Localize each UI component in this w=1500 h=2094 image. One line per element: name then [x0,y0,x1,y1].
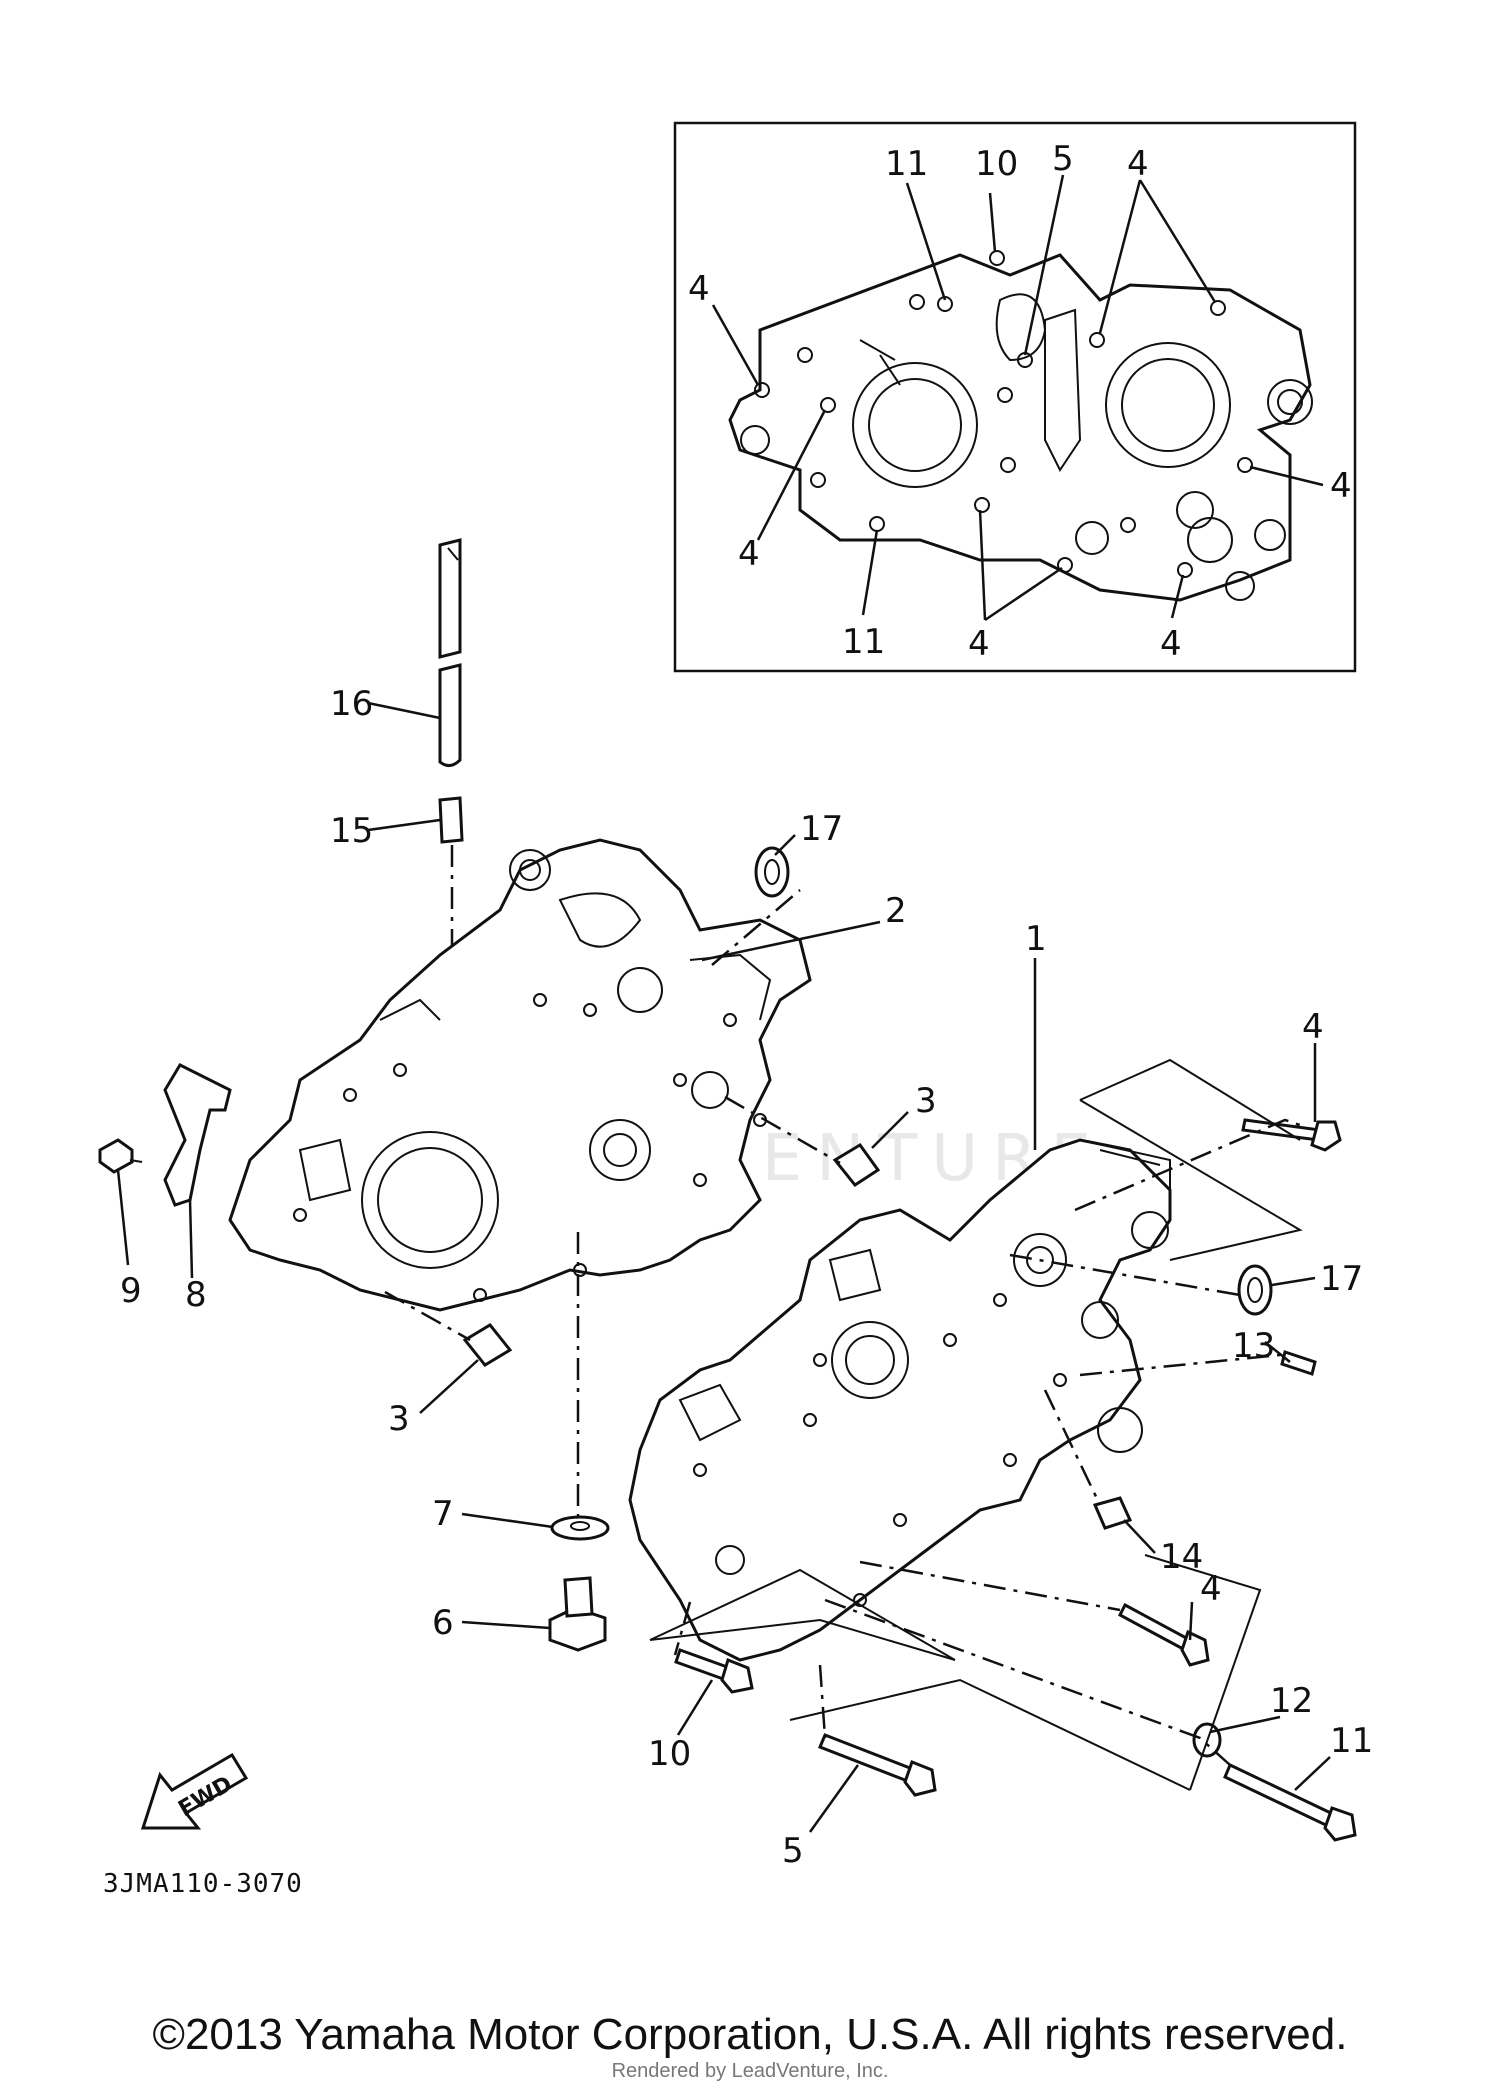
inset-callout-4-top: 4 [1127,144,1149,184]
part-2-left-crankcase [228,838,812,1312]
part-code: 3JMA110-3070 [103,1869,303,1899]
callout-17-top: 17 [800,809,843,849]
part-5-bolt [818,1733,937,1797]
part-8-guide [163,1063,232,1207]
callout-12: 12 [1270,1681,1313,1721]
callout-4-upper: 4 [1302,1007,1324,1047]
callout-13: 13 [1232,1326,1275,1366]
callout-16: 16 [330,684,373,724]
part-9-bolt [98,1138,143,1174]
callout-9: 9 [120,1271,142,1311]
callout-1: 1 [1025,919,1047,959]
callout-7: 7 [432,1494,454,1534]
callout-15: 15 [330,811,373,851]
callout-3-right: 3 [915,1081,937,1121]
inset-callout-4-right: 4 [1330,466,1352,506]
inset-callout-11-top: 11 [885,144,928,184]
part-4-bolt-lower [1118,1602,1210,1667]
part-4-bolt-upper [1241,1118,1342,1152]
callout-leaders [116,701,1331,1833]
rendered-by-credit: Rendered by LeadVenture, Inc. [611,2060,889,2082]
assembly-lines [384,889,1301,1766]
part-3-dowel-left [462,1323,513,1367]
part-14-stopper [1092,1496,1133,1530]
callout-14: 14 [1160,1537,1203,1577]
inset-callout-4-bottom: 4 [968,624,990,664]
part-17-oil-seal-top [754,846,790,898]
copyright-notice: ©2013 Yamaha Motor Corporation, U.S.A. A… [152,2010,1348,2059]
part-1-right-crankcase [628,1138,1172,1662]
inset-detail-panel: 11 10 5 4 4 4 4 11 4 4 [673,121,1357,673]
callout-5: 5 [782,1831,804,1871]
callout-17-right: 17 [1320,1259,1363,1299]
callout-8: 8 [185,1275,207,1315]
inset-callout-5: 5 [1052,139,1074,179]
callout-2: 2 [885,891,907,931]
callout-11: 11 [1330,1721,1373,1761]
part-10-bolt [674,1648,754,1694]
callout-10: 10 [648,1734,691,1774]
part-11-bolt [1223,1762,1357,1842]
part-13-screw [1280,1350,1317,1376]
inset-callout-4-lower-left: 4 [738,534,760,574]
part-17-oil-seal-right [1237,1264,1273,1316]
bracket-lines [649,1058,1303,1791]
callout-6: 6 [432,1603,454,1643]
part-7-washer [550,1515,610,1541]
part-16-pipe [438,538,462,767]
part-3-dowel-right [832,1143,881,1188]
part-15-nipple [438,796,464,844]
part-6-drain-bolt [548,1576,607,1652]
callout-3-left: 3 [388,1399,410,1439]
callout-4-lower: 4 [1200,1569,1222,1609]
inset-callout-10: 10 [975,144,1018,184]
fwd-arrow-icon: FWD [140,1752,249,1830]
inset-callout-4-left: 4 [688,269,710,309]
inset-callout-11-bottom: 11 [842,622,885,662]
inset-callout-4-bottom-right: 4 [1160,624,1182,664]
